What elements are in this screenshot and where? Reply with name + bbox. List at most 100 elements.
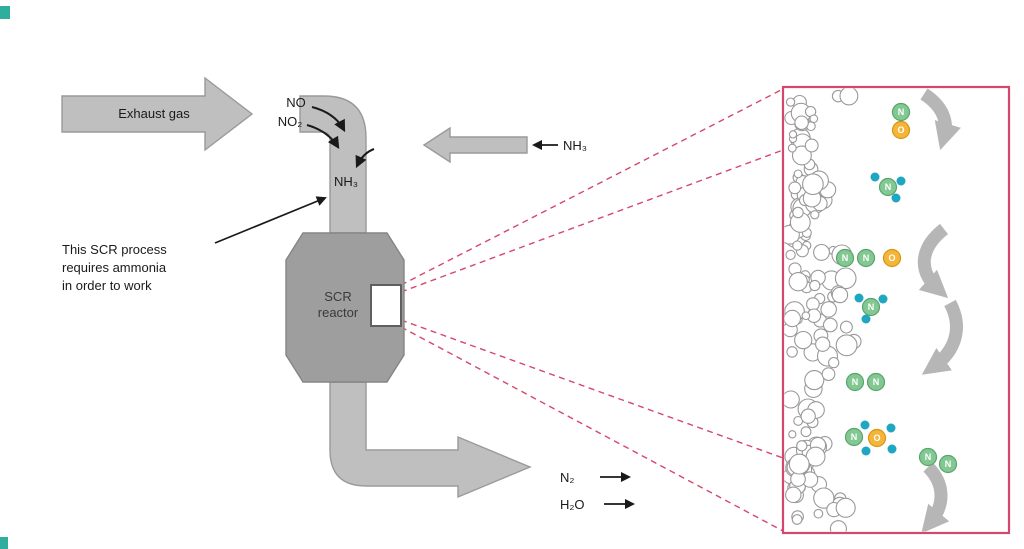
- catalyst-particle: [801, 311, 811, 321]
- atom-n: N: [835, 248, 855, 268]
- atom-n-circle: [844, 427, 864, 447]
- catalyst-particle: [788, 181, 802, 195]
- atom-n: N: [878, 177, 898, 197]
- atom-h-circle: [891, 193, 901, 203]
- catalyst-particle: [793, 169, 803, 179]
- catalyst-particle: [792, 240, 803, 251]
- inset-frame: [781, 85, 1011, 535]
- gas-flow-arrow: [920, 88, 961, 151]
- annotation-line-3: in order to work: [62, 278, 152, 293]
- atom-h: [861, 446, 871, 456]
- catalyst-particle: [800, 408, 816, 424]
- atom-n: N: [861, 297, 881, 317]
- atom-n-circle: [918, 447, 938, 467]
- atom-h: [891, 193, 901, 203]
- magnifier-line: [400, 326, 784, 532]
- atom-label: N: [863, 253, 870, 263]
- no2-label: NO₂: [278, 114, 303, 129]
- catalyst-particle: [791, 514, 803, 525]
- catalyst-particle: [788, 272, 808, 292]
- catalyst-particle: [785, 97, 796, 107]
- atom-h: [861, 314, 871, 324]
- junction-flow-arrow: [355, 148, 375, 169]
- atom-h: [878, 294, 888, 304]
- catalyst-particle: [791, 145, 812, 166]
- catalyst-particle: [788, 453, 810, 475]
- catalyst-particle: [813, 487, 835, 509]
- n2-output-label: N₂: [560, 470, 574, 485]
- catalyst-particle: [788, 430, 797, 439]
- atom-label: N: [885, 182, 892, 192]
- catalyst-particle: [787, 143, 797, 153]
- ammonia-feed-label: NH₃: [563, 138, 587, 153]
- atom-h-circle: [861, 446, 871, 456]
- catalyst-particle: [809, 279, 821, 292]
- ammonia-feed-arrow: [422, 126, 528, 164]
- catalyst-surface: [784, 88, 862, 532]
- atom-n-circle: [845, 372, 865, 392]
- annotation-arrow: [214, 196, 327, 244]
- no-flow-arrow: [311, 106, 346, 133]
- atom-n: N: [844, 427, 864, 447]
- catalyst-particle: [806, 297, 820, 311]
- atom-n-circle: [861, 297, 881, 317]
- catalyst-particle: [834, 267, 857, 290]
- atom-h-circle: [870, 172, 880, 182]
- catalyst-particle: [822, 317, 838, 333]
- exhaust-gas-label: Exhaust gas: [118, 106, 190, 121]
- atom-label: N: [868, 302, 875, 312]
- exhaust-gas-arrow: [61, 76, 254, 152]
- catalyst-particle: [813, 243, 830, 261]
- catalyst-particle: [800, 426, 812, 438]
- magnifier-lines: [400, 88, 784, 532]
- atom-h-circle: [861, 314, 871, 324]
- atom-n: N: [856, 248, 876, 268]
- catalyst-particle: [784, 309, 802, 328]
- outlet-pipe-arrow: [329, 381, 532, 499]
- catalyst-particle: [784, 390, 800, 409]
- magnifier-line: [400, 149, 784, 293]
- magnifier-line: [400, 319, 784, 459]
- catalyst-particle: [794, 115, 809, 130]
- catalyst-particle: [796, 440, 808, 452]
- catalyst-particle: [785, 249, 796, 261]
- reactor-label-line-1: SCR: [324, 289, 351, 304]
- no2-flow-arrow: [306, 124, 340, 150]
- gas-flow-arrow: [921, 299, 963, 375]
- atom-h-circle: [896, 176, 906, 186]
- no-label: NO: [286, 95, 306, 110]
- catalyst-particle: [794, 330, 813, 350]
- atom-label: N: [851, 432, 858, 442]
- atom-label: N: [945, 459, 952, 469]
- catalyst-particle: [792, 206, 804, 219]
- catalyst-particle: [810, 210, 820, 220]
- atom-h: [886, 423, 896, 433]
- atom-label: O: [873, 433, 880, 443]
- catalyst-particle: [813, 508, 824, 519]
- atom-label: O: [888, 253, 895, 263]
- catalyst-particle: [804, 138, 819, 153]
- atom-n: N: [845, 372, 865, 392]
- atom-h-circle: [860, 420, 870, 430]
- catalyst-particle: [788, 130, 798, 139]
- page-edge-artifact: [0, 6, 10, 19]
- atom-o-circle: [882, 248, 902, 268]
- atom-h-circle: [878, 294, 888, 304]
- catalyst-particle: [839, 88, 859, 106]
- atom-o: O: [891, 120, 911, 140]
- page-edge-artifact: [0, 537, 8, 549]
- atom-o-circle: [891, 120, 911, 140]
- catalyst-particle: [821, 367, 836, 381]
- atom-n-circle: [866, 372, 886, 392]
- catalyst-particle: [804, 370, 825, 391]
- catalyst-particle: [802, 173, 824, 196]
- gas-flow-arrows: [917, 88, 963, 532]
- h2o-output-label: H₂O: [560, 497, 585, 512]
- atom-label: N: [873, 377, 880, 387]
- atom-h: [860, 420, 870, 430]
- atom-o-circle: [867, 428, 887, 448]
- annotation-line-2: requires ammonia: [62, 260, 167, 275]
- atom-n: N: [866, 372, 886, 392]
- catalyst-particle: [828, 356, 840, 369]
